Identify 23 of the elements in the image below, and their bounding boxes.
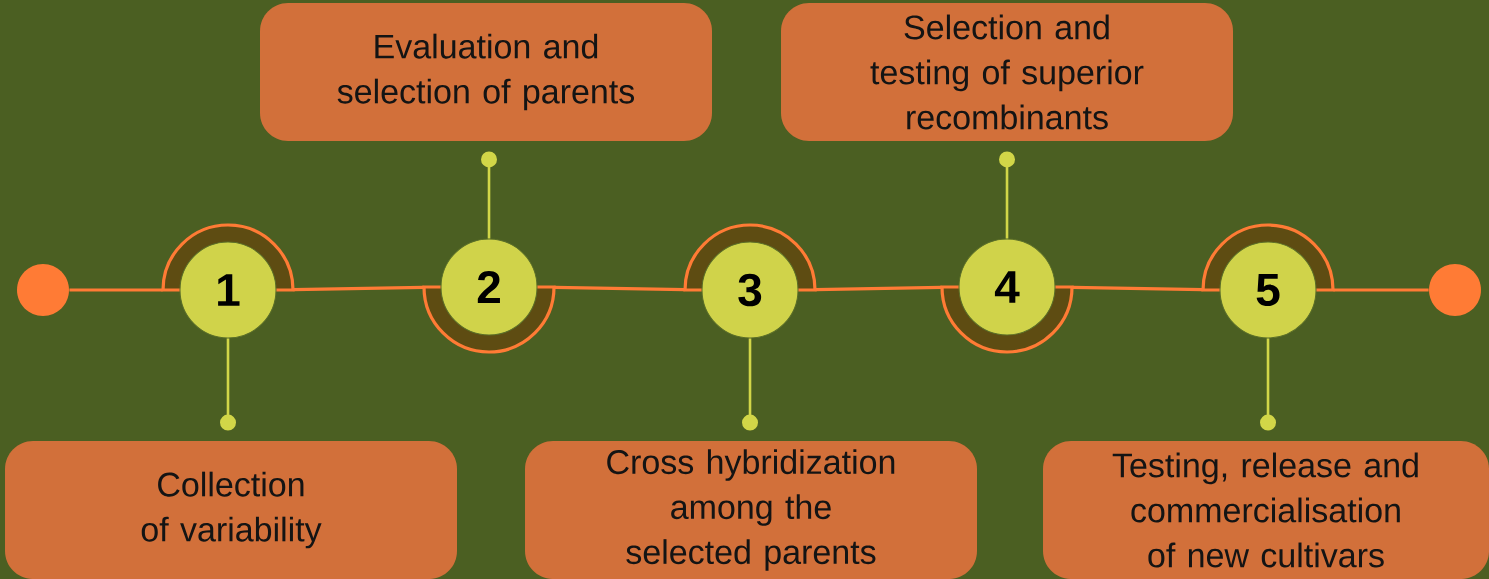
step-marker-drawing: 5 bbox=[1201, 223, 1335, 339]
timeline-line bbox=[293, 285, 424, 292]
step-marker-drawing: 2 bbox=[422, 238, 556, 354]
timeline-line bbox=[554, 285, 685, 292]
timeline-line bbox=[1333, 288, 1429, 292]
connector-line bbox=[1260, 338, 1276, 431]
step-box: Collection of variability bbox=[5, 441, 457, 579]
step-box: Evaluation and selection of parents bbox=[260, 3, 712, 141]
end-dot bbox=[17, 264, 69, 316]
step-marker-drawing: 3 bbox=[683, 223, 817, 339]
connector-line bbox=[481, 151, 497, 239]
step-marker-drawing: 1 bbox=[161, 223, 295, 339]
step-box: Cross hybridization among the selected parents bbox=[525, 441, 977, 579]
step-box: Testing, release and commercialisation of new cultivars bbox=[1043, 441, 1489, 579]
connector-line bbox=[742, 338, 758, 431]
step-box: Selection and testing of superior recombinants bbox=[781, 3, 1233, 141]
timeline-line bbox=[69, 288, 163, 292]
end-dot bbox=[1429, 264, 1481, 316]
timeline-line bbox=[815, 285, 942, 292]
connector-line bbox=[220, 338, 236, 431]
connector-line bbox=[999, 151, 1015, 239]
step-marker-drawing: 4 bbox=[940, 238, 1074, 354]
timeline-line bbox=[1072, 285, 1203, 292]
